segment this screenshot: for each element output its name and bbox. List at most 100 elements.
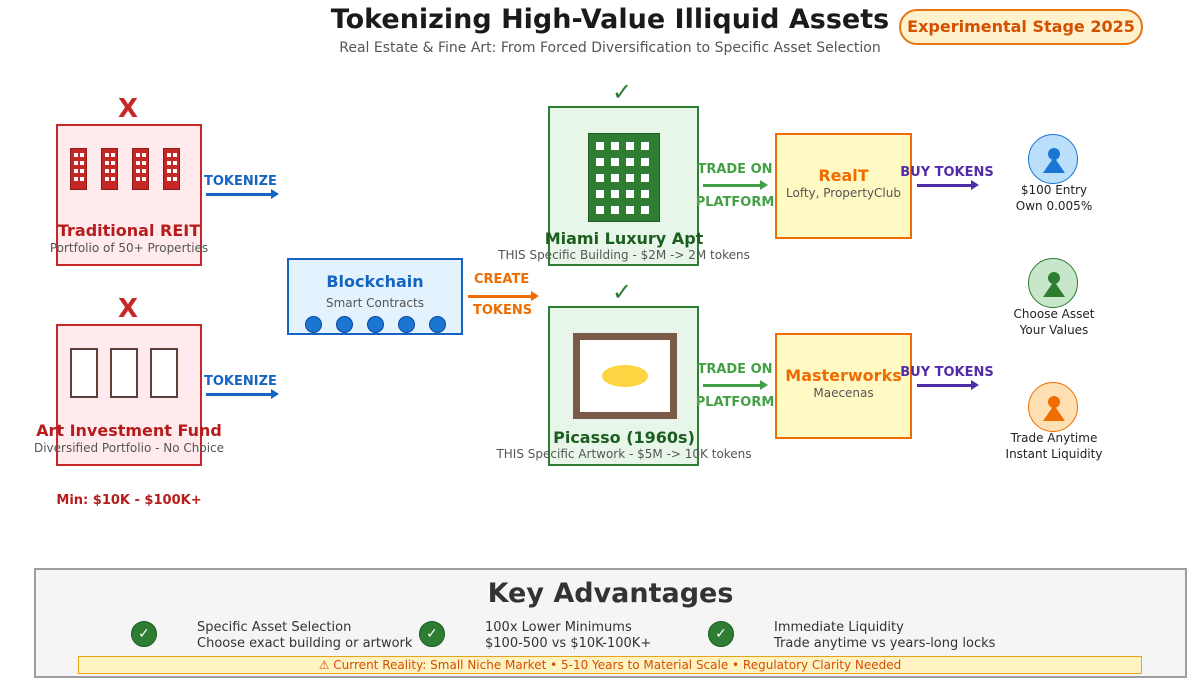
advantage-1-title: Specific Asset Selection [197,620,352,635]
investor-3-line1: Trade Anytime [1010,431,1098,445]
window [596,206,604,214]
advantage-2-title: 100x Lower Minimums [485,620,632,635]
trade-arrow-1 [703,180,768,190]
window [596,190,604,198]
painting-sun-icon [602,365,648,387]
window [626,190,634,198]
masterworks-subtitle: Maecenas [813,386,874,400]
empty-frame-icon [110,348,138,398]
chain-node-icon [429,316,446,333]
advantage-3-title: Immediate Liquidity [774,620,904,635]
realt-title: RealT [818,166,869,185]
trade-on-label-2: TRADE ON [697,362,773,377]
blockchain-subtitle: Smart Contracts [326,296,424,310]
empty-frame-icon [70,348,98,398]
art-fund-x-mark: X [118,294,139,324]
art-fund-title: Art Investment Fund [36,421,222,440]
picasso-check-icon: ✓ [612,278,633,306]
reit-tokenize-arrow [206,189,279,199]
window [626,174,634,182]
empty-frame-icon [150,348,178,398]
window [596,158,604,166]
investor-1-line2: Own 0.005% [1015,199,1093,213]
check-circle-icon: ✓ [131,621,157,647]
window [596,142,604,150]
investor-icon [1028,258,1078,308]
investor-icon [1028,382,1078,432]
check-circle-icon: ✓ [708,621,734,647]
buy-tokens-label-1: BUY TOKENS [900,165,994,180]
diagram-subtitle: Real Estate & Fine Art: From Forced Dive… [339,40,881,56]
platform-label-1: PLATFORM [695,195,775,210]
create-tokens-arrow [468,291,539,301]
building-icon [132,148,149,190]
stage-badge: Experimental Stage 2025 [899,9,1143,45]
chain-node-icon [398,316,415,333]
investor-3-line2: Instant Liquidity [1005,447,1103,461]
window [611,174,619,182]
window [641,142,649,150]
buy-tokens-arrow-2 [917,380,979,390]
minimum-investment: Min: $10K - $100K+ [56,493,202,508]
window [626,158,634,166]
miami-box [548,106,699,266]
chain-node-icon [336,316,353,333]
buy-tokens-label-2: BUY TOKENS [900,365,994,380]
platform-label-2: PLATFORM [695,395,775,410]
blockchain-box: Blockchain Smart Contracts [287,258,463,335]
miami-detail: THIS Specific Building - $2M -> 2M token… [498,248,750,262]
trade-arrow-2 [703,380,768,390]
art-fund-tokenize-label: TOKENIZE [204,374,277,389]
realt-box [775,133,912,239]
blockchain-title: Blockchain [326,272,424,291]
masterworks-box [775,333,912,439]
investor-2-line1: Choose Asset [1013,307,1095,321]
tokens-label: TOKENS [473,303,533,318]
building-icon [163,148,180,190]
window [596,174,604,182]
art-fund-tokenize-arrow [206,389,279,399]
investor-icon [1028,134,1078,184]
art-fund-subtitle: Diversified Portfolio - No Choice [33,441,225,455]
reit-x-mark: X [118,94,139,124]
create-label: CREATE [474,272,530,287]
window [626,206,634,214]
warning-banner: ⚠ Current Reality: Small Niche Market • … [78,656,1142,674]
window [641,174,649,182]
reit-title: Traditional REIT [57,221,201,240]
realt-subtitle: Lofty, PropertyClub [786,186,901,200]
picasso-box [548,306,699,466]
miami-title: Miami Luxury Apt [544,229,704,248]
window [641,206,649,214]
diagram-title: Tokenizing High-Value Illiquid Assets [330,4,890,35]
trade-on-label-1: TRADE ON [697,162,773,177]
key-advantages-title: Key Advantages [487,578,734,609]
investor-1-line1: $100 Entry [1020,183,1088,197]
window [611,142,619,150]
reit-tokenize-label: TOKENIZE [204,174,277,189]
advantage-3-detail: Trade anytime vs years-long locks [774,636,996,651]
buy-tokens-arrow-1 [917,180,979,190]
check-circle-icon: ✓ [419,621,445,647]
apartment-building-icon [588,133,660,222]
building-icon [70,148,87,190]
building-icon [101,148,118,190]
advantage-2-detail: $100-500 vs $10K-100K+ [485,636,652,651]
chain-node-icon [305,316,322,333]
chain-node-icon [367,316,384,333]
painting-frame-icon [573,333,677,419]
reit-subtitle: Portfolio of 50+ Properties [49,241,209,255]
window [611,206,619,214]
reit-box [56,124,202,266]
investor-2-line2: Your Values [1019,323,1089,337]
picasso-detail: THIS Specific Artwork - $5M -> 10K token… [496,447,752,461]
window [641,190,649,198]
miami-check-icon: ✓ [612,78,633,106]
window [611,190,619,198]
advantage-1-detail: Choose exact building or artwork [197,636,413,651]
window [626,142,634,150]
window [611,158,619,166]
window [641,158,649,166]
art-fund-box [56,324,202,466]
picasso-title: Picasso (1960s) [553,428,695,447]
